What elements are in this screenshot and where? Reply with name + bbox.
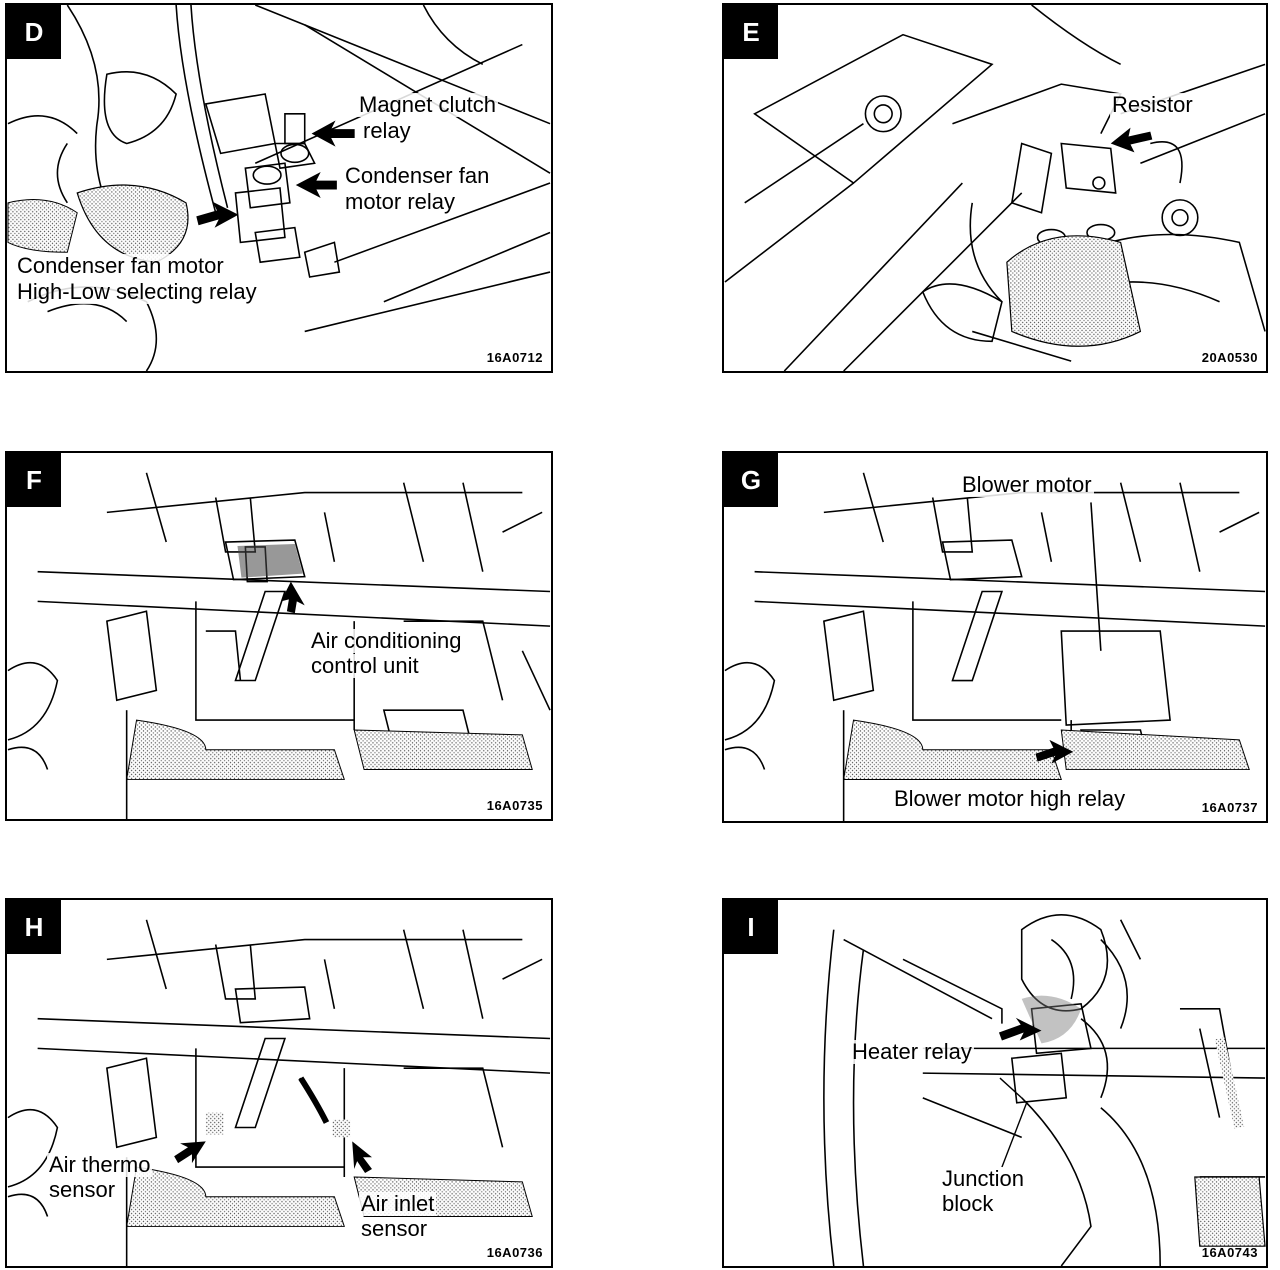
panel-g-code: 16A0737	[1201, 800, 1258, 815]
label-heater-relay: Heater relay	[850, 1039, 974, 1064]
panel-i: I Heater relay Junction block 16A0743	[722, 898, 1268, 1268]
arrow-icon	[1035, 739, 1074, 764]
label-blower-motor-high-relay: Blower motor high relay	[892, 786, 1128, 811]
panel-e-illustration	[724, 5, 1266, 371]
panel-g-illustration	[724, 472, 1266, 821]
panel-d-code: 16A0712	[486, 350, 543, 365]
label-junction-block-2: block	[940, 1191, 996, 1216]
label-air-inlet-sensor-2: sensor	[359, 1216, 430, 1241]
panel-h: H Air thermo sensor Air inlet sensor 16A…	[5, 898, 553, 1268]
label-resistor: Resistor	[1110, 92, 1195, 117]
panel-g-badge: G	[724, 453, 778, 507]
arrow-icon	[311, 120, 355, 147]
label-condenser-fan-motor-relay-1: Condenser fan	[343, 163, 492, 188]
panel-f-badge: F	[7, 453, 61, 507]
panel-f-illustration	[7, 472, 551, 819]
panel-f-code: 16A0735	[486, 798, 543, 813]
label-ac-control-unit-1: Air conditioning	[309, 628, 464, 653]
label-condenser-fan-motor-relay-2: motor relay	[343, 189, 458, 214]
label-air-inlet-sensor-1: Air inlet	[359, 1191, 437, 1216]
arrow-icon	[998, 1017, 1042, 1041]
panel-i-illustration	[823, 914, 1266, 1266]
panel-e: E Resistor 20A0530	[722, 3, 1268, 373]
panel-i-code: 16A0743	[1201, 1245, 1258, 1260]
label-junction-block-1: Junction	[940, 1166, 1026, 1191]
arrow-icon	[280, 581, 305, 614]
label-magnet-clutch-relay-1: Magnet clutch	[357, 92, 498, 117]
panel-d: D Magnet clutch relay Condenser fan moto…	[5, 3, 553, 373]
panel-e-code: 20A0530	[1201, 350, 1258, 365]
label-high-low-relay-2: High-Low selecting relay	[15, 279, 259, 304]
arrow-icon	[295, 172, 337, 199]
label-air-thermo-sensor-1: Air thermo	[47, 1152, 153, 1177]
label-high-low-relay-1: Condenser fan motor	[15, 253, 226, 278]
panel-h-badge: H	[7, 900, 61, 954]
arrow-icon	[196, 201, 239, 228]
panel-e-badge: E	[724, 5, 778, 59]
label-magnet-clutch-relay-2: relay	[361, 118, 413, 143]
arrow-icon	[174, 1141, 206, 1164]
panel-d-illustration	[7, 5, 551, 371]
label-blower-motor: Blower motor	[960, 472, 1094, 497]
panel-g: G Blower motor Blower motor high relay 1…	[722, 451, 1268, 823]
panel-d-badge: D	[7, 5, 61, 59]
panel-f: F Air conditioning control unit 16A0735	[5, 451, 553, 821]
panel-i-badge: I	[724, 900, 778, 954]
panel-h-illustration	[7, 919, 551, 1266]
panel-h-code: 16A0736	[486, 1245, 543, 1260]
label-ac-control-unit-2: control unit	[309, 653, 421, 678]
arrow-icon	[1110, 127, 1153, 153]
arrow-icon	[352, 1141, 372, 1174]
label-air-thermo-sensor-2: sensor	[47, 1177, 118, 1202]
